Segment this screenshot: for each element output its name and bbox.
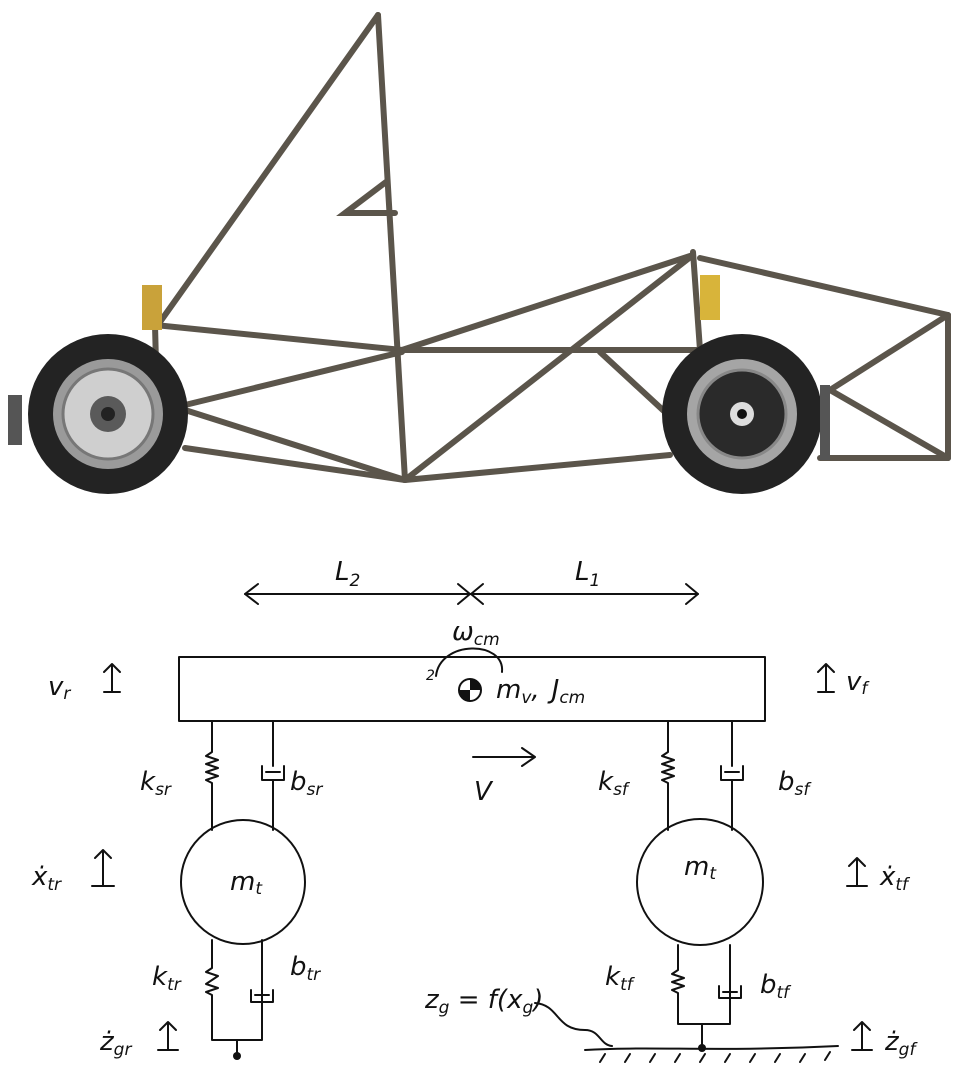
label-mass-inertia: mv,Jcm	[496, 675, 585, 708]
label-zgf: żgf	[884, 1027, 918, 1060]
length-arrows	[244, 583, 699, 605]
front-tire-mass	[636, 818, 764, 946]
label-vr: vr	[48, 672, 71, 704]
zgf-arrow-icon	[851, 1021, 873, 1051]
label-xtr: ẋtr	[31, 862, 62, 895]
label-mt-front: mt	[684, 852, 717, 884]
label-bsf: bsf	[778, 767, 812, 800]
label-omega: ωcm	[452, 617, 500, 650]
road-profile	[534, 1002, 839, 1063]
label-ksf: ksf	[598, 767, 631, 800]
label-xtf: ẋtf	[879, 862, 911, 895]
label-ktf: ktf	[605, 962, 636, 995]
label-ktr: ktr	[152, 962, 182, 995]
label-L2: L2	[335, 557, 360, 591]
vr-arrow-icon	[103, 663, 121, 693]
rear-ground-contact	[233, 1052, 241, 1060]
label-V: V	[474, 777, 494, 807]
xtr-arrow-icon	[91, 849, 115, 887]
front-spring-damper	[661, 720, 744, 831]
rotation-arc	[435, 647, 504, 677]
rear-shock	[142, 285, 162, 330]
front-bracket	[820, 385, 830, 460]
vehicle-body	[178, 656, 766, 722]
center-of-mass-icon	[458, 678, 482, 702]
velocity-arrow-icon	[472, 747, 536, 767]
label-zgr: żgr	[99, 1027, 132, 1060]
rotation-label: 2	[426, 668, 435, 684]
front-wheel	[662, 334, 822, 494]
chassis-render	[8, 12, 951, 494]
rear-spring-damper	[205, 720, 285, 831]
label-ksr: ksr	[140, 767, 172, 800]
rear-tire-mass	[180, 819, 306, 945]
label-mt-rear: mt	[230, 867, 263, 899]
front-tire-spring-damper	[671, 944, 742, 1049]
label-L1: L1	[575, 557, 600, 591]
vf-arrow-icon	[817, 663, 835, 693]
label-road-function: zg = f(xg)	[424, 985, 543, 1018]
front-shock	[700, 275, 720, 320]
label-btr: btr	[290, 952, 321, 985]
rear-bracket	[8, 395, 22, 445]
rear-wheel	[28, 334, 188, 494]
xtf-arrow-icon	[846, 857, 868, 887]
label-vf: vf	[846, 667, 870, 699]
label-bsr: bsr	[290, 767, 323, 800]
zgr-arrow-icon	[157, 1021, 179, 1051]
rear-tire-spring-damper	[205, 939, 274, 1057]
quarter-model-diagram: L2 L1 2 ωcm mv,Jcm vr vf V mt ksr bsr ẋt…	[31, 557, 918, 1063]
label-btf: btf	[760, 970, 792, 1003]
